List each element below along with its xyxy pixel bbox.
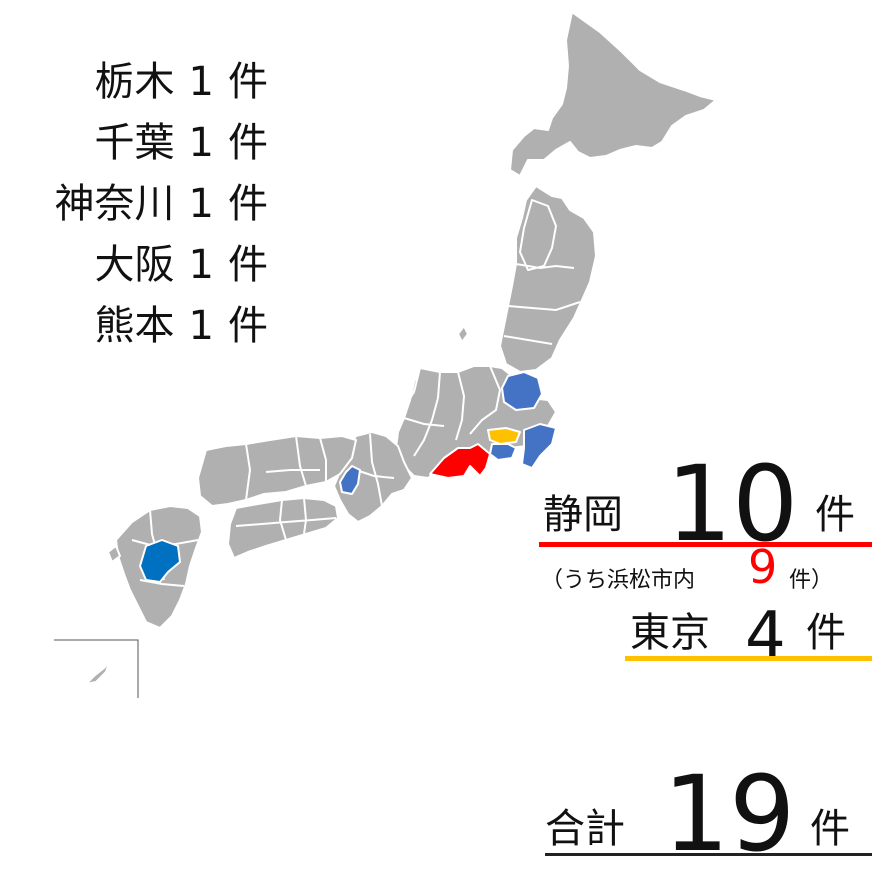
pref-tochigi bbox=[501, 371, 543, 411]
tokyo-count: 東京 4 件 bbox=[630, 600, 872, 668]
pref-osaka bbox=[339, 465, 361, 495]
shizuoka-number: 10 bbox=[666, 443, 799, 565]
case-unit: 件 bbox=[228, 242, 268, 288]
hamamatsu-number: 9 bbox=[748, 540, 778, 594]
total-number: 19 bbox=[663, 753, 796, 875]
tokyo-label: 東京 bbox=[630, 610, 710, 656]
shizuoka-count: 静岡 10 件 bbox=[543, 438, 872, 556]
case-count: 1 bbox=[188, 120, 214, 166]
pref-chiba bbox=[521, 423, 557, 469]
tokyo-unit: 件 bbox=[806, 610, 846, 656]
shizuoka-unit: 件 bbox=[815, 492, 855, 538]
shizuoka-underline bbox=[539, 542, 872, 547]
case-count: 1 bbox=[188, 242, 214, 288]
total-count: 合計 19 件 bbox=[545, 750, 872, 866]
tokyo-underline bbox=[625, 656, 872, 661]
hamamatsu-prefix: （うち浜松市内 bbox=[541, 568, 696, 593]
case-count: 1 bbox=[188, 303, 214, 349]
pref-kumamoto bbox=[139, 539, 181, 583]
total-label: 合計 bbox=[545, 806, 625, 852]
pref-name: 栃木 bbox=[94, 59, 175, 105]
okinawa-inset-frame bbox=[54, 639, 139, 698]
total-underline bbox=[545, 853, 872, 856]
pref-shizuoka bbox=[429, 443, 491, 479]
pref-name: 神奈川 bbox=[54, 181, 175, 227]
island-okinawa bbox=[85, 659, 111, 685]
shizuoka-label: 静岡 bbox=[543, 492, 623, 538]
pref-kanagawa bbox=[489, 443, 517, 461]
island-sado bbox=[457, 325, 469, 343]
case-unit: 件 bbox=[228, 120, 268, 166]
case-unit: 件 bbox=[228, 59, 268, 105]
case-count: 1 bbox=[188, 181, 214, 227]
pref-name: 千葉 bbox=[94, 120, 175, 166]
island-goto bbox=[107, 545, 121, 563]
case-unit: 件 bbox=[228, 303, 268, 349]
case-count: 1 bbox=[188, 59, 214, 105]
pref-tokyo bbox=[487, 427, 521, 445]
total-unit: 件 bbox=[810, 806, 850, 852]
case-unit: 件 bbox=[228, 181, 268, 227]
pref-name: 熊本 bbox=[94, 303, 175, 349]
pref-name: 大阪 bbox=[94, 242, 175, 288]
region-tohoku-inner bbox=[519, 199, 557, 271]
region-hokkaido bbox=[509, 11, 717, 177]
hamamatsu-unit: 件） bbox=[789, 568, 834, 593]
